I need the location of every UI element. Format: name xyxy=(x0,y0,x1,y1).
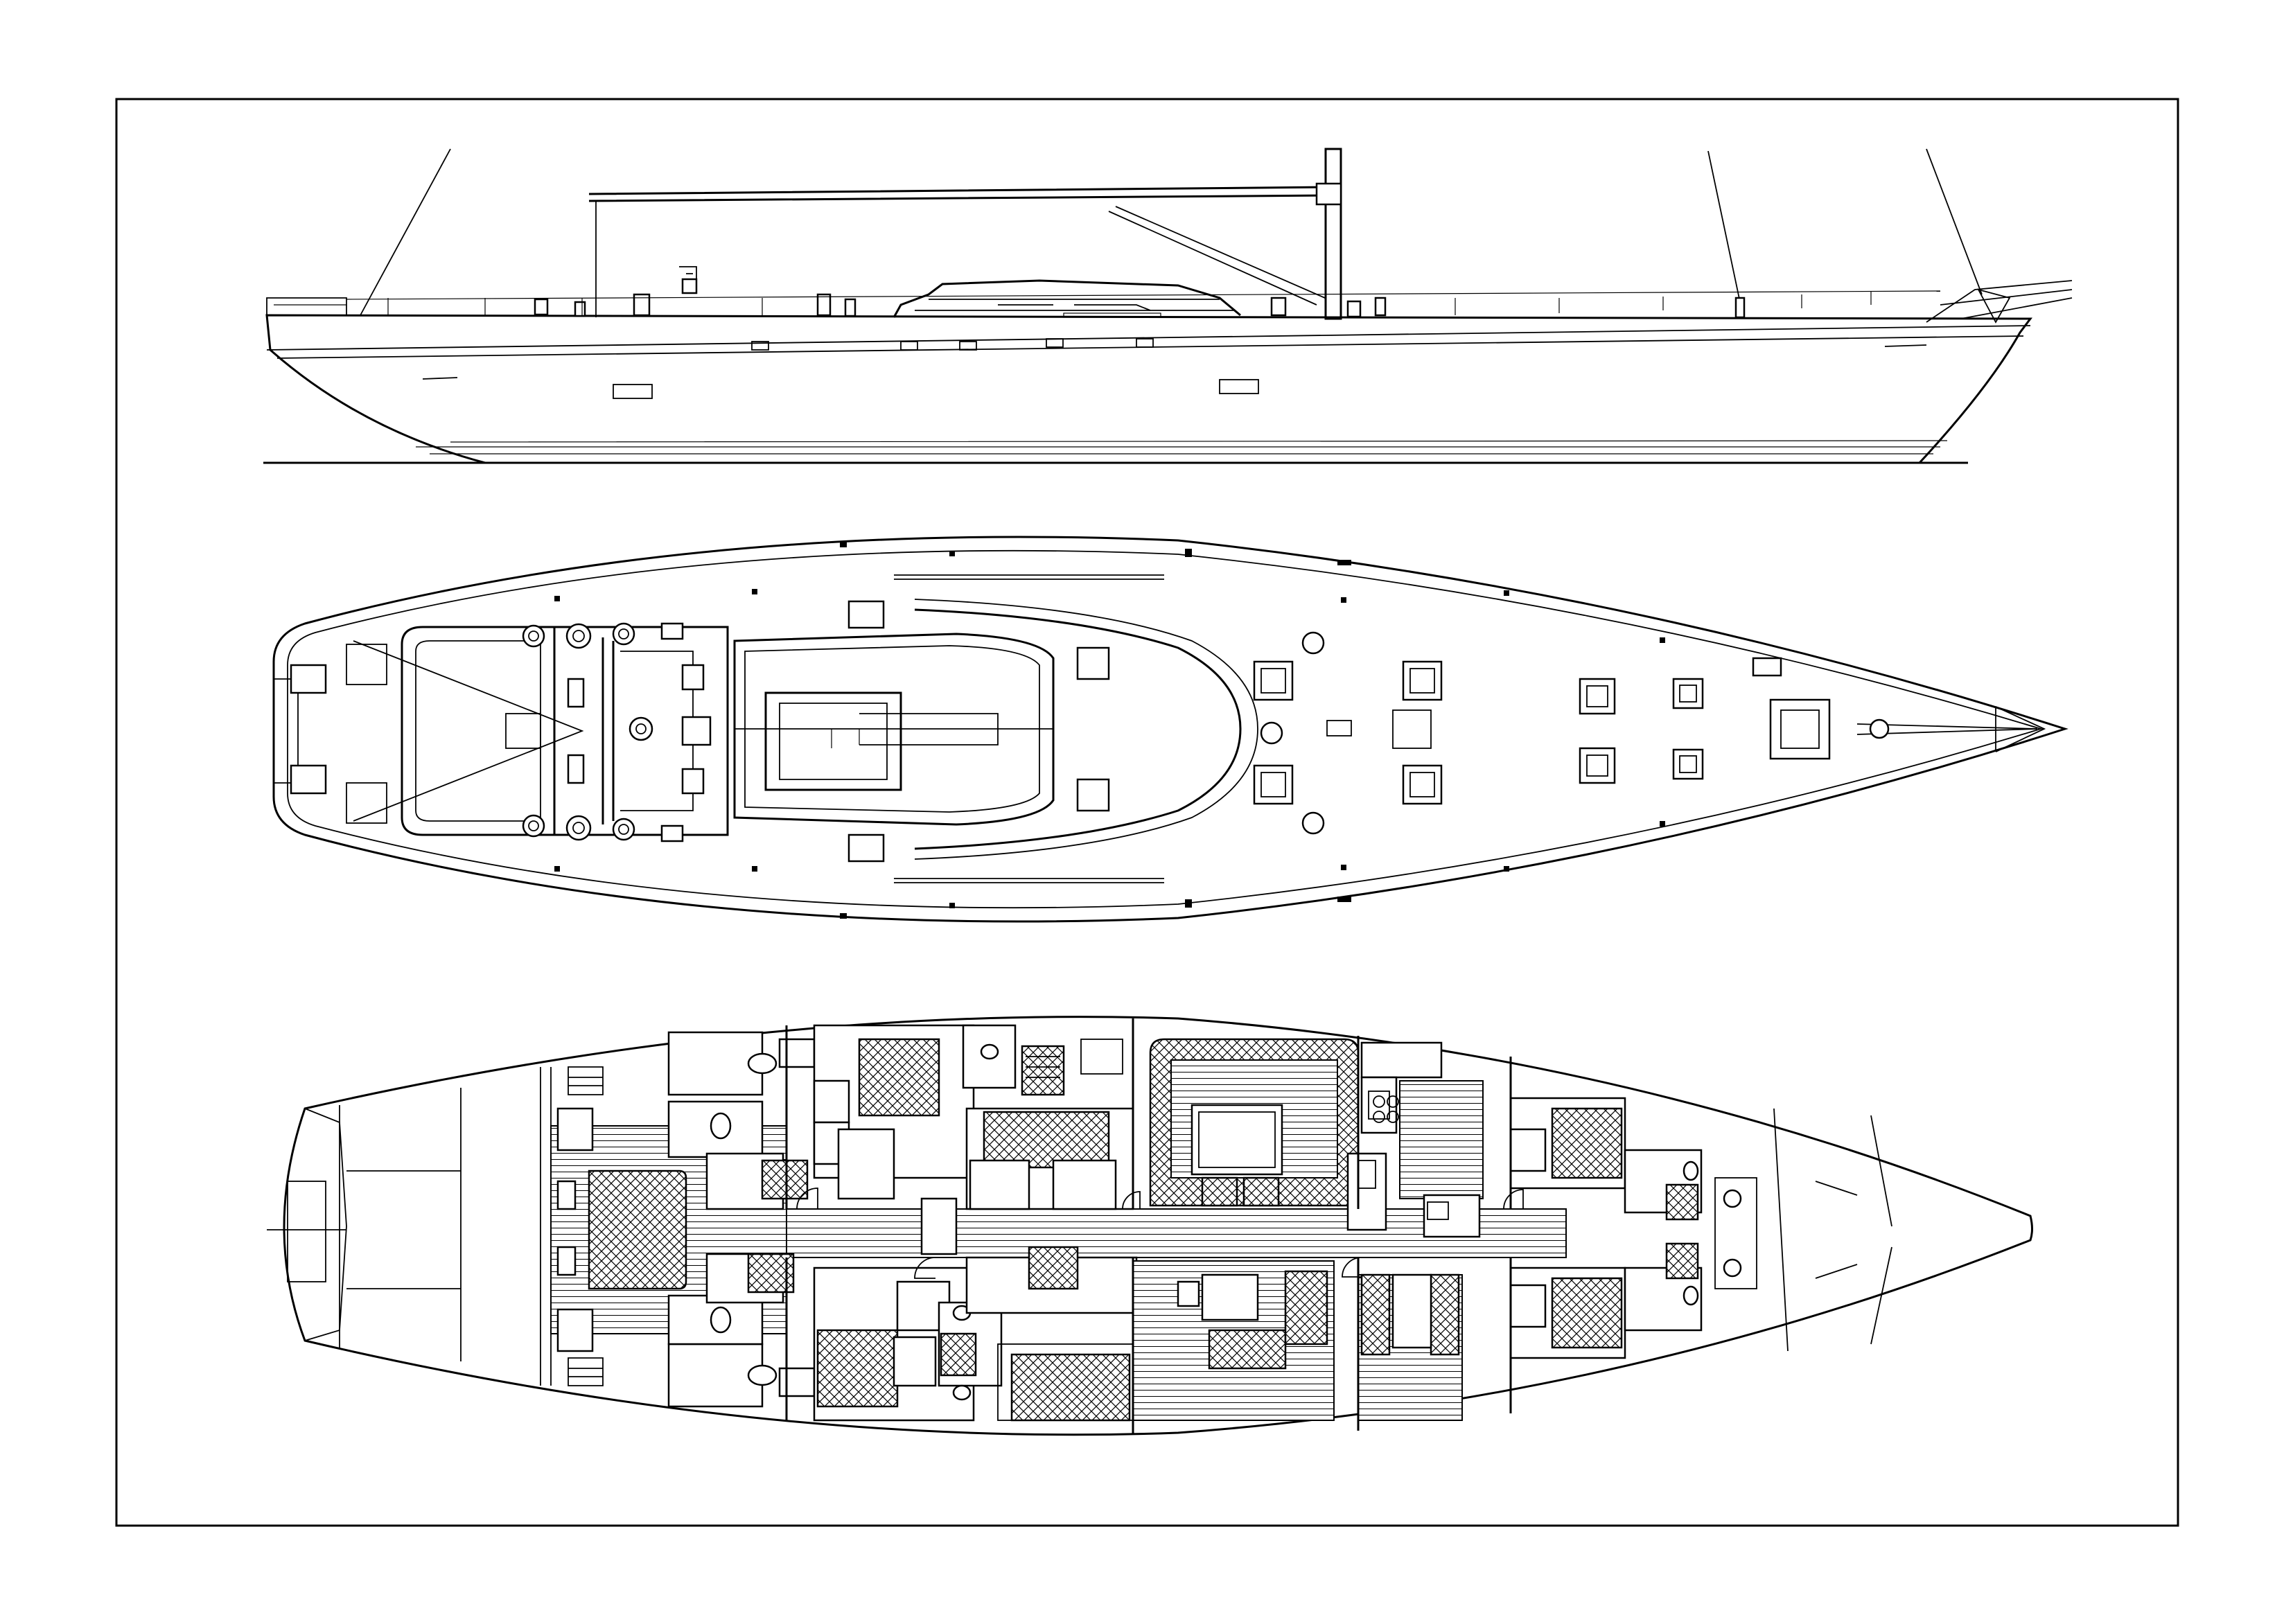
door-swings xyxy=(796,1188,1524,1279)
berth xyxy=(1551,1107,1623,1179)
deckhouse-profile xyxy=(893,279,1241,318)
bowsprit-lines xyxy=(1856,723,2038,735)
deck-plan-view xyxy=(272,536,2068,923)
primary-winches xyxy=(522,622,635,841)
hull-port xyxy=(1219,379,1259,394)
companionway xyxy=(847,833,885,863)
guest-cabin-mid xyxy=(920,1039,1138,1422)
stairs xyxy=(568,1357,604,1386)
boom xyxy=(588,186,1335,202)
genoa-track xyxy=(894,878,1164,883)
deckhouse xyxy=(733,633,1055,826)
deck-fittings xyxy=(554,542,1665,919)
washbasin-icon xyxy=(747,1052,777,1075)
deckhouse-windows xyxy=(998,304,1151,311)
mainsheet-lines xyxy=(353,640,584,822)
accommodation-plan-view xyxy=(267,1016,2033,1436)
crew-cabins xyxy=(1509,1097,1757,1359)
owner-berth xyxy=(588,1170,687,1290)
profile-view xyxy=(263,148,2073,464)
mid-heads xyxy=(938,1024,1065,1401)
crew-settee xyxy=(1430,1273,1460,1356)
genoa-track xyxy=(894,574,1164,580)
washbasin-icon xyxy=(1723,1189,1742,1208)
portlight xyxy=(751,341,769,351)
deck-winches xyxy=(534,278,1746,319)
berth xyxy=(1010,1353,1131,1422)
aft-bulkhead xyxy=(540,1067,552,1386)
coachroof xyxy=(914,608,1242,850)
deck-outline xyxy=(272,536,2068,923)
portlight xyxy=(1136,338,1154,348)
sheer-line xyxy=(266,325,2031,351)
crew-settee xyxy=(1360,1273,1391,1356)
bulkheads xyxy=(785,1018,1512,1434)
stairs xyxy=(568,1066,604,1095)
toilet-icon xyxy=(1683,1285,1699,1306)
saloon-skylight xyxy=(764,691,902,791)
stern-hatch xyxy=(290,764,327,795)
saloon xyxy=(1132,1038,1360,1421)
dinette-seat xyxy=(1208,1329,1287,1370)
companionway xyxy=(847,600,885,629)
galley xyxy=(1346,1041,1484,1421)
accommodation-hull xyxy=(283,1016,2033,1436)
berth xyxy=(1551,1277,1623,1349)
berth xyxy=(816,1329,899,1408)
aft-heads xyxy=(667,1031,816,1408)
boot-top-lines xyxy=(416,440,1948,454)
mast xyxy=(1326,720,1352,736)
cockpit-sole xyxy=(505,713,541,749)
mast-stub xyxy=(1324,148,1342,320)
helm-area xyxy=(554,626,729,836)
forestay xyxy=(1926,148,1983,295)
lifeline xyxy=(346,290,1941,300)
washbasin-icon xyxy=(952,1384,972,1401)
lazarette xyxy=(346,782,387,824)
stern-hatch xyxy=(290,664,327,694)
hull-profile xyxy=(265,314,2032,464)
washbasin-icon xyxy=(747,1364,777,1386)
toilet-icon xyxy=(710,1112,732,1140)
berth xyxy=(858,1038,940,1117)
berth xyxy=(983,1111,1110,1169)
deckhouse-hatch xyxy=(1076,778,1110,812)
hull-port xyxy=(613,384,653,399)
portlight xyxy=(900,341,918,351)
bow-fitting xyxy=(1977,288,2011,324)
inner-forestay xyxy=(1707,150,1743,316)
helm-pedestal xyxy=(629,716,653,741)
deckhouse-hatch xyxy=(1076,646,1110,680)
portlight xyxy=(1046,338,1064,348)
lazarette-locker xyxy=(287,1181,326,1282)
windlass xyxy=(1869,718,1890,739)
toilet-icon xyxy=(710,1306,732,1334)
lazarette xyxy=(346,644,387,685)
washbasin-icon xyxy=(980,1043,999,1060)
vang xyxy=(1108,206,1326,306)
stern-pulpit xyxy=(266,297,347,315)
washbasin-icon xyxy=(1723,1258,1742,1278)
toilet-icon xyxy=(1683,1160,1699,1181)
saloon-table xyxy=(1191,1104,1283,1176)
stanchions xyxy=(387,291,1872,315)
aft-cockpit xyxy=(401,626,556,836)
sheet-border xyxy=(115,98,2179,1527)
portlight xyxy=(959,341,977,351)
deck-hatches xyxy=(1253,660,1831,805)
backstay xyxy=(360,148,451,316)
toe-rail xyxy=(287,549,2044,909)
mast-step xyxy=(1260,721,1283,745)
